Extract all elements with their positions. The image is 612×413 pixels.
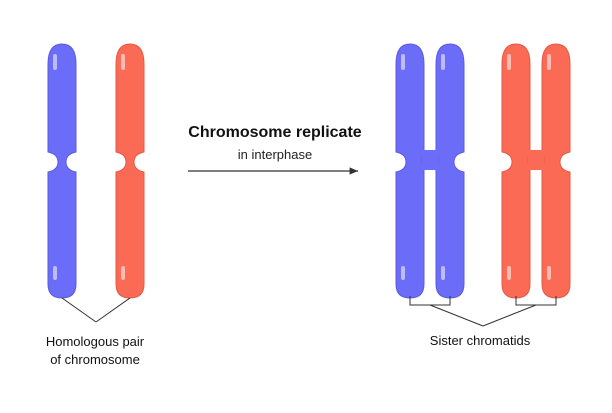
replicated-chromosome-blue — [395, 43, 465, 299]
sister-chromatids-bracket — [409, 296, 557, 327]
homologous-pair-bracket — [61, 297, 131, 323]
homologous-pair-label-line1: Homologous pair — [45, 334, 145, 349]
sister-chromatids-label: Sister chromatids — [429, 333, 531, 348]
homologous-pair-label-line2: of chromosome — [50, 352, 140, 367]
homologous-chromosome-blue — [47, 43, 77, 299]
homologous-pair-label: Homologous pair of chromosome — [20, 333, 170, 369]
process-subtitle: in interphase — [237, 147, 313, 162]
process-title: Chromosome replicate — [188, 124, 362, 141]
replicated-chromosome-red — [501, 43, 571, 299]
homologous-chromosome-red — [115, 43, 145, 299]
